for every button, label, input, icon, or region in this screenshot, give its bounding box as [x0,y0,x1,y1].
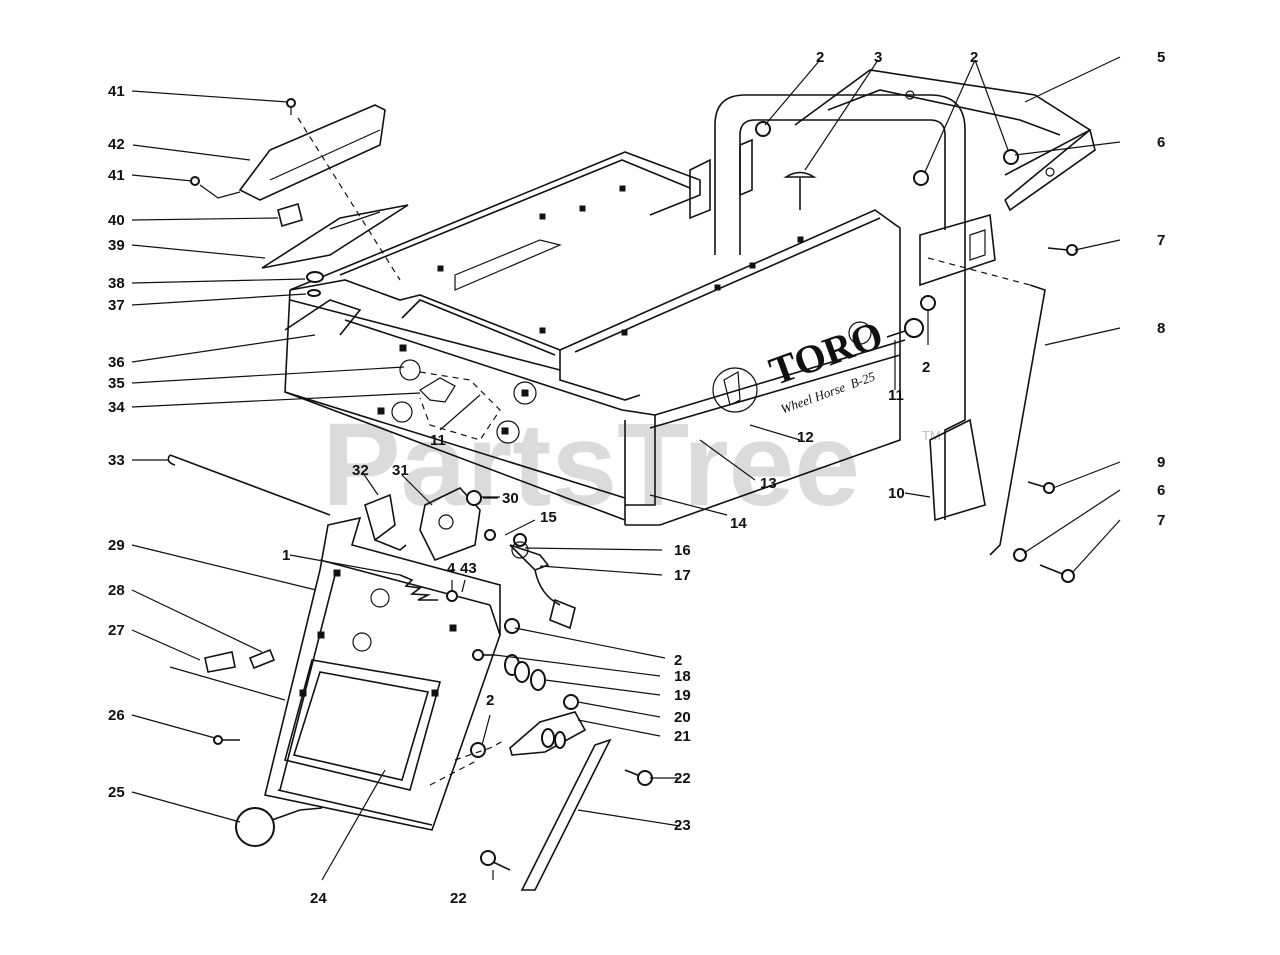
upper-left-parts [190,98,409,336]
label-6a: 6 [1157,134,1165,151]
label-39: 39 [108,237,125,254]
label-40: 40 [108,212,125,229]
label-5: 5 [1157,49,1165,66]
label-28: 28 [108,582,125,599]
label-6b: 6 [1157,482,1165,499]
brand-model: B-25 [848,368,877,391]
label-12: 12 [797,429,814,446]
label-42: 42 [108,136,125,153]
label-24: 24 [310,890,327,907]
label-21: 21 [674,728,691,745]
label-13: 13 [760,475,777,492]
label-27: 27 [108,622,125,639]
control-panel [167,454,501,847]
label-1: 1 [282,547,290,564]
seat-box-body [284,151,906,526]
watermark-tm: TM [922,428,941,443]
label-17: 17 [674,567,691,584]
label-11a: 11 [430,432,446,449]
label-8: 8 [1157,320,1165,337]
label-43: 43 [460,560,477,577]
label-2a: 2 [816,49,824,66]
label-22b: 22 [450,890,467,907]
switch-parts [364,487,576,630]
label-36: 36 [108,354,125,371]
label-2d: 2 [674,652,682,669]
label-11b: 11 [888,387,904,404]
label-30: 30 [502,490,519,507]
label-7a: 7 [1157,232,1165,249]
label-26: 26 [108,707,125,724]
label-16: 16 [674,542,691,559]
label-18: 18 [674,668,691,685]
label-23: 23 [674,817,691,834]
label-31: 31 [392,462,409,479]
label-2b: 2 [970,49,978,66]
label-15: 15 [540,509,557,526]
label-41a: 41 [108,83,125,100]
label-41b: 41 [108,167,125,184]
label-2c: 2 [922,359,930,376]
label-22a: 22 [674,770,691,787]
label-7b: 7 [1157,512,1165,529]
label-20: 20 [674,709,691,726]
label-4: 4 [447,560,456,577]
label-19: 19 [674,687,691,704]
linkage-parts [429,618,653,891]
label-34: 34 [108,399,125,416]
label-9: 9 [1157,454,1165,471]
leader-lines [131,56,1121,881]
label-2e: 2 [486,692,494,709]
label-29: 29 [108,537,125,554]
watermark-text: PartsTree [322,399,860,531]
label-38: 38 [108,275,125,292]
label-3: 3 [874,49,882,66]
label-25: 25 [108,784,125,801]
label-14: 14 [730,515,747,532]
label-33: 33 [108,452,125,469]
label-37: 37 [108,297,125,314]
part-labels: 41 42 41 40 39 38 37 36 35 34 33 32 31 3… [108,49,1165,907]
label-32: 32 [352,462,369,479]
label-35: 35 [108,375,125,392]
label-10: 10 [888,485,905,502]
